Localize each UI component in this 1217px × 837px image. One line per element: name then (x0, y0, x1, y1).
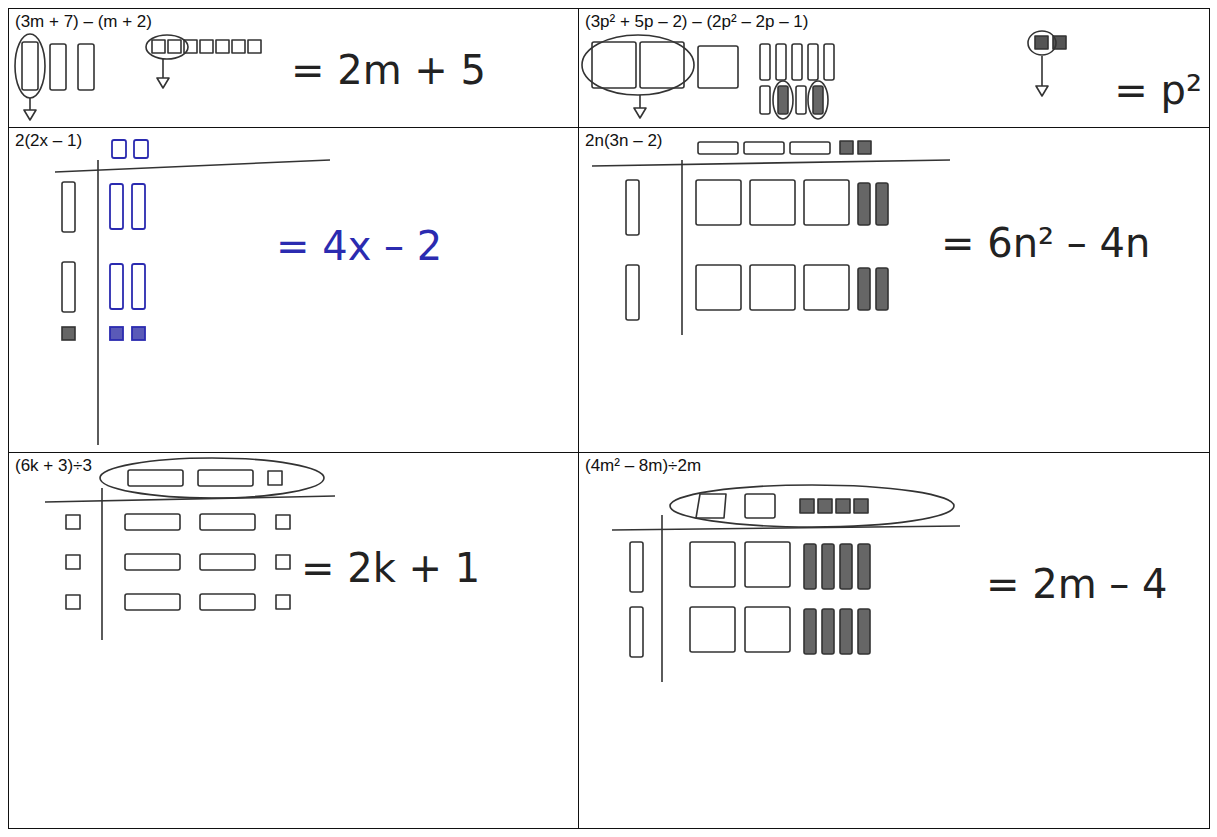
handwritten-answer: = 4x – 2 (276, 223, 442, 269)
problem-cell: 2(2x – 1) = 4x – 2 (8, 127, 579, 453)
problem-cell: (6k + 3)÷3 = 2k + 1 (8, 452, 579, 829)
expression-label: (3p² + 5p – 2) – (2p² – 2p – 1) (585, 12, 809, 32)
handwritten-answer: = p² (1114, 67, 1202, 113)
problem-cell: (4m² – 8m)÷2m = 2m – 4 (578, 452, 1210, 829)
handwritten-answer: = 6n² – 4n (941, 220, 1150, 266)
handwritten-answer: = 2k + 1 (301, 545, 480, 591)
problem-cell: (3p² + 5p – 2) – (2p² – 2p – 1) = p² (578, 8, 1210, 128)
expression-label: (6k + 3)÷3 (15, 456, 92, 476)
expression-label: 2(2x – 1) (15, 131, 82, 151)
expression-label: 2n(3n – 2) (585, 131, 663, 151)
problem-cell: (3m + 7) – (m + 2) = 2m + 5 (8, 8, 579, 128)
expression-label: (3m + 7) – (m + 2) (15, 12, 152, 32)
handwritten-answer: = 2m – 4 (986, 561, 1168, 607)
problem-cell: 2n(3n – 2) = 6n² – 4n (578, 127, 1210, 453)
handwritten-answer: = 2m + 5 (291, 47, 486, 93)
expression-label: (4m² – 8m)÷2m (585, 456, 701, 476)
